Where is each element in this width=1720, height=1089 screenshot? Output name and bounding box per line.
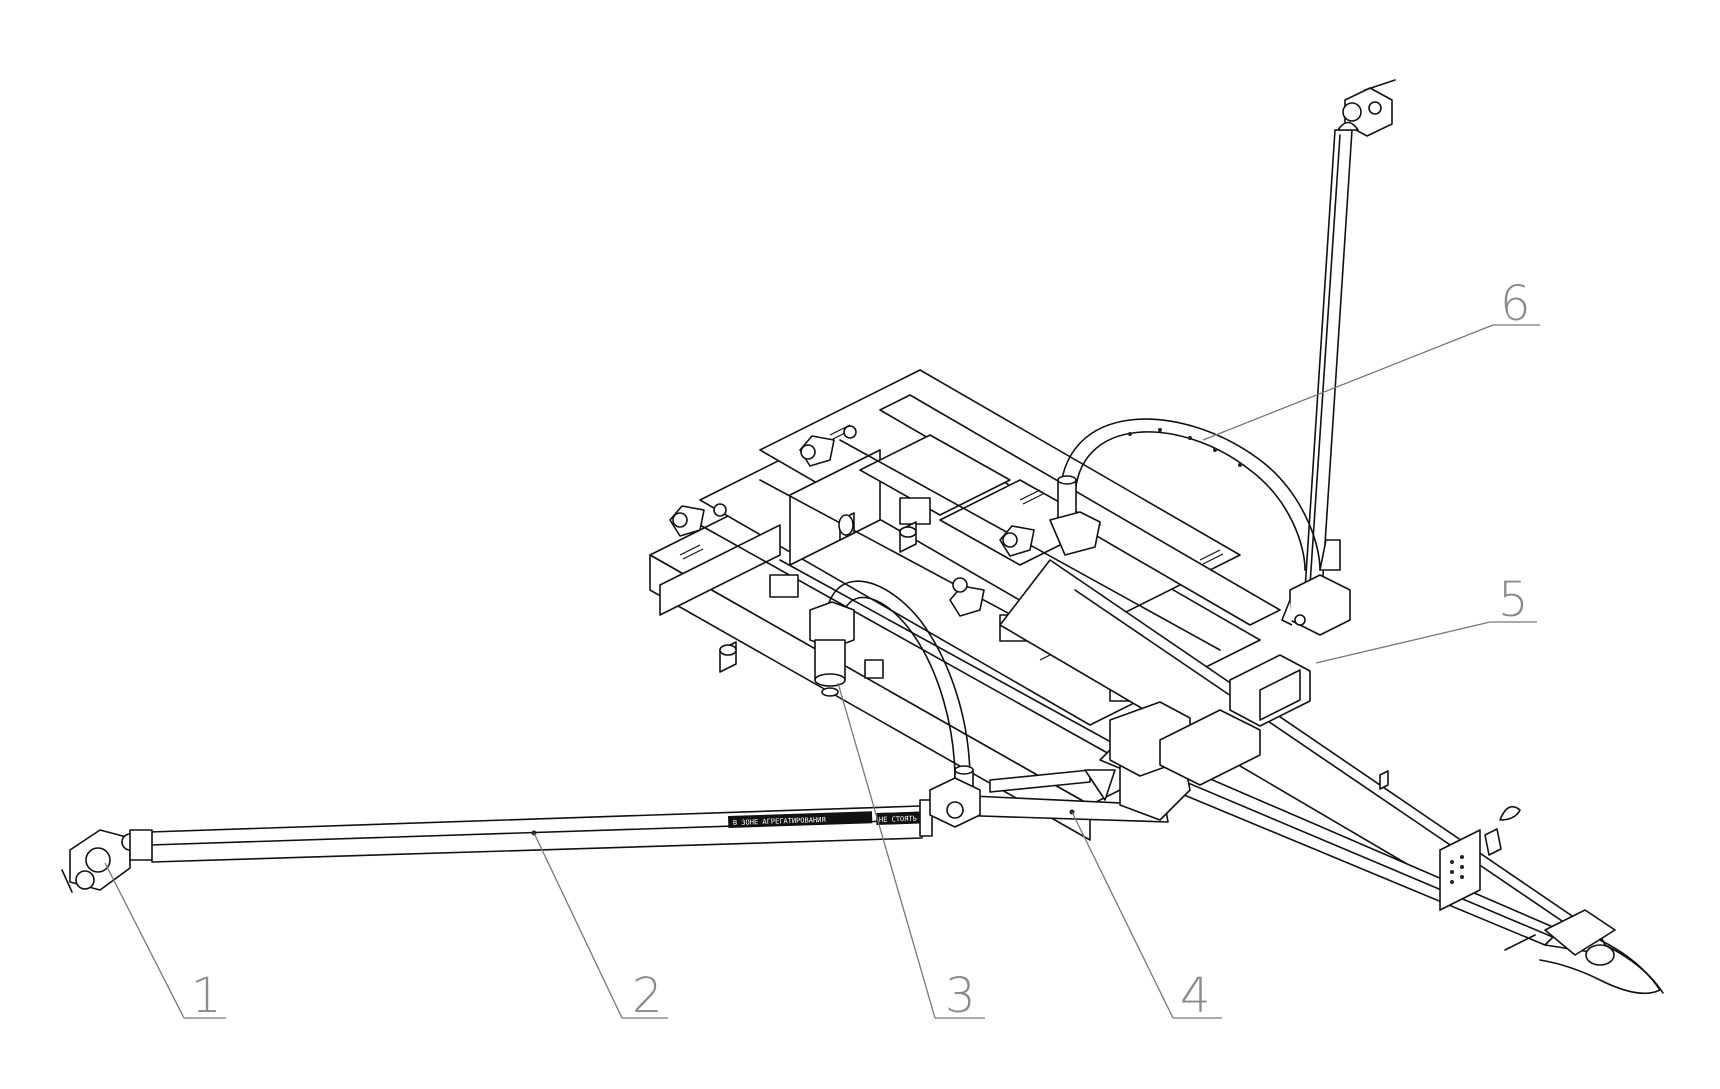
callout-label-1: 1 [191, 968, 222, 1024]
right-wing-boom [1281, 79, 1396, 636]
right-arc-support [1049, 418, 1321, 571]
callout-3: 3 [837, 682, 985, 1024]
callout-label-4: 4 [1180, 968, 1211, 1024]
hitch-eye [1504, 909, 1616, 966]
callout-2: 2 [533, 832, 668, 1024]
boom-decal-text-2: НЕ СТОЯТЬ [879, 815, 917, 824]
callout-label-5: 5 [1498, 572, 1529, 628]
left-gauge-wheel [61, 829, 153, 893]
safety-chain [1539, 939, 1664, 995]
callout-1: 1 [104, 862, 226, 1024]
callout-6: 6 [1202, 276, 1540, 441]
right-gauge-wheel [1337, 79, 1396, 137]
rear-frame [649, 369, 1281, 841]
left-wing-boom: В ЗОНЕ АГРЕГАТИРОВАНИЯ НЕ СТОЯТЬ [149, 799, 933, 863]
callout-5: 5 [1315, 572, 1537, 664]
callout-label-6: 6 [1500, 276, 1531, 332]
boom-decal-text: В ЗОНЕ АГРЕГАТИРОВАНИЯ [733, 816, 826, 827]
callout-label-3: 3 [945, 968, 976, 1024]
hinge-bracket-set [669, 425, 1035, 673]
callout-4: 4 [1071, 811, 1222, 1024]
callout-label-2: 2 [632, 968, 663, 1024]
drawbar-frame [999, 559, 1664, 995]
